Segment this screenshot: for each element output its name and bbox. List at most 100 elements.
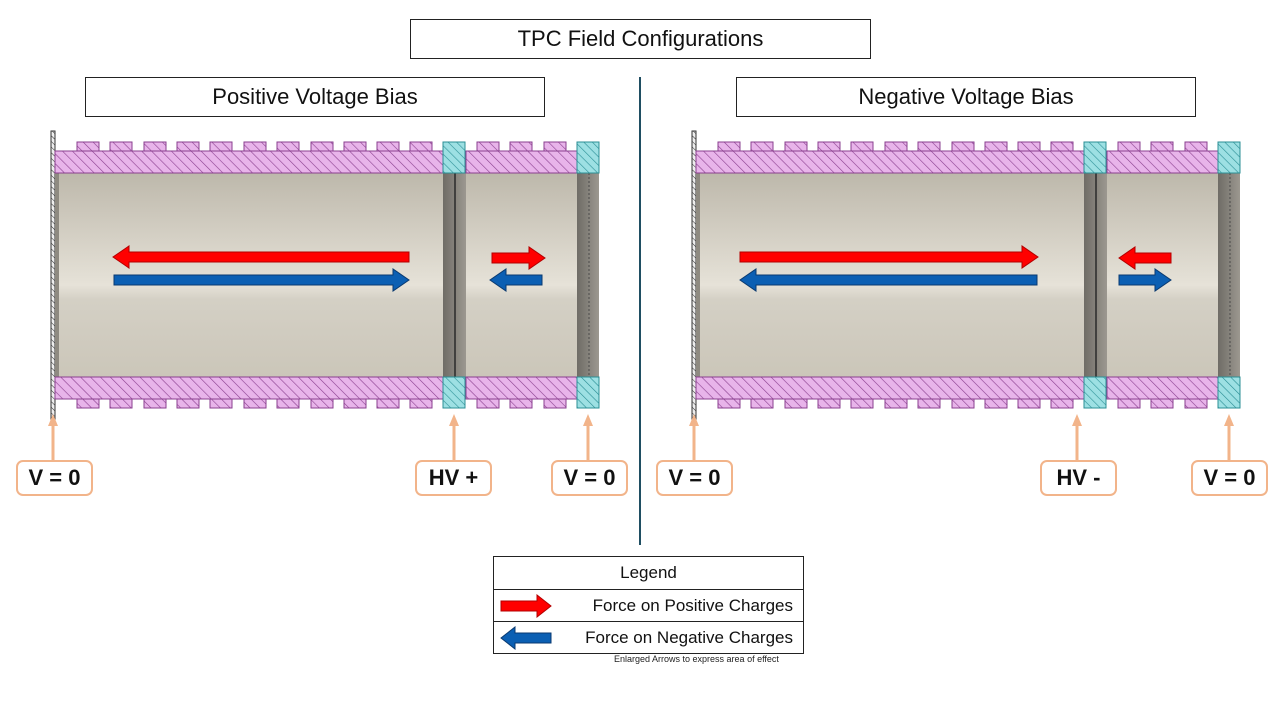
bottom-tab-11 (476, 398, 500, 409)
top-tab-12 (1150, 141, 1174, 152)
pos-long-red-arrow (112, 245, 410, 269)
top-tab-11 (1117, 141, 1141, 152)
legend-note: Enlarged Arrows to express area of effec… (614, 654, 779, 664)
top-tab-3 (176, 141, 200, 152)
top-wall-long (695, 150, 1085, 174)
bottom-tab-13 (543, 398, 567, 409)
top-tab-10 (1050, 141, 1074, 152)
right-end-plane (577, 173, 599, 377)
bottom-tab-7 (951, 398, 975, 409)
bottom-tab-8 (984, 398, 1008, 409)
top-tab-8 (343, 141, 367, 152)
legend-negative-label: Force on Negative Charges (585, 628, 793, 647)
top-tab-0 (717, 141, 741, 152)
bottom-tab-5 (884, 398, 908, 409)
page-title: TPC Field Configurations (410, 19, 871, 59)
top-wall-short (1106, 150, 1219, 174)
bottom-tab-4 (209, 398, 233, 409)
top-tab-7 (951, 141, 975, 152)
bottom-tab-3 (176, 398, 200, 409)
legend-title: Legend (620, 563, 677, 582)
cyan-ring-0 (1083, 141, 1107, 174)
left-end-plate (50, 130, 56, 421)
negative-left-voltage-label: V = 0 (656, 460, 733, 496)
neg-left-leader-head (689, 414, 699, 426)
neg-short-red-arrow (1118, 246, 1172, 270)
neg-long-blue-arrow (739, 268, 1038, 292)
pos-left-leader-head (48, 414, 58, 426)
right-end-plane (1218, 173, 1240, 377)
panel-divider (639, 77, 641, 545)
pos-short-blue-arrow (489, 268, 543, 292)
legend-row-positive: Force on Positive Charges (494, 589, 803, 622)
left-end-plate (691, 130, 697, 421)
legend-positive-arrow-icon (500, 594, 552, 618)
bottom-tab-4 (850, 398, 874, 409)
left-inner-edge (696, 173, 700, 377)
top-tab-4 (209, 141, 233, 152)
cyan-ring-1 (442, 376, 466, 409)
top-tab-12 (509, 141, 533, 152)
bottom-tab-6 (276, 398, 300, 409)
top-tab-4 (850, 141, 874, 152)
cyan-ring-0 (442, 141, 466, 174)
top-tab-1 (109, 141, 133, 152)
top-tab-6 (276, 141, 300, 152)
top-tab-11 (476, 141, 500, 152)
bottom-tab-0 (717, 398, 741, 409)
negative-right-voltage-label: V = 0 (1191, 460, 1268, 496)
bottom-tab-2 (143, 398, 167, 409)
bottom-tab-0 (76, 398, 100, 409)
top-tab-5 (884, 141, 908, 152)
voltage-leader-lines (48, 414, 1234, 460)
cyan-ring-2 (1217, 141, 1241, 174)
top-wall-long (54, 150, 444, 174)
legend-positive-label: Force on Positive Charges (592, 596, 793, 615)
top-tab-13 (543, 141, 567, 152)
bottom-tab-5 (243, 398, 267, 409)
bottom-tab-1 (109, 398, 133, 409)
positive-left-voltage-label: V = 0 (16, 460, 93, 496)
bottom-wall-long (54, 376, 444, 400)
bottom-tab-12 (509, 398, 533, 409)
force-arrows (112, 245, 1172, 292)
bottom-tab-2 (784, 398, 808, 409)
legend-row-negative: Force on Negative Charges (494, 621, 803, 654)
bottom-tab-12 (1150, 398, 1174, 409)
neg-hv-leader-head (1072, 414, 1082, 426)
negative-panel-title: Negative Voltage Bias (736, 77, 1196, 117)
pos-hv-leader-head (449, 414, 459, 426)
bottom-tab-10 (409, 398, 433, 409)
bottom-wall-short (465, 376, 578, 400)
positive-right-voltage-label: V = 0 (551, 460, 628, 496)
bottom-tab-1 (750, 398, 774, 409)
neg-right-leader-head (1224, 414, 1234, 426)
top-tab-9 (376, 141, 400, 152)
top-tab-3 (817, 141, 841, 152)
top-tab-1 (750, 141, 774, 152)
neg-long-red-arrow (739, 245, 1039, 269)
bottom-tab-6 (917, 398, 941, 409)
positive-panel-title: Positive Voltage Bias (85, 77, 545, 117)
top-wall-short (465, 150, 578, 174)
bottom-tab-9 (1017, 398, 1041, 409)
bottom-tab-9 (376, 398, 400, 409)
cyan-ring-2 (576, 141, 600, 174)
top-tab-5 (243, 141, 267, 152)
neg-short-blue-arrow (1118, 268, 1172, 292)
cyan-ring-3 (576, 376, 600, 409)
top-tab-0 (76, 141, 100, 152)
legend-negative-arrow-icon (500, 626, 552, 650)
pos-long-blue-arrow (113, 268, 410, 292)
top-tab-9 (1017, 141, 1041, 152)
left-inner-edge (55, 173, 59, 377)
legend: Legend Force on Positive Charges Force o… (493, 556, 804, 654)
top-tab-8 (984, 141, 1008, 152)
bottom-wall-long (695, 376, 1085, 400)
bottom-tab-10 (1050, 398, 1074, 409)
cyan-ring-1 (1083, 376, 1107, 409)
positive-hv-label: HV + (415, 460, 492, 496)
top-tab-13 (1184, 141, 1208, 152)
cyan-ring-3 (1217, 376, 1241, 409)
